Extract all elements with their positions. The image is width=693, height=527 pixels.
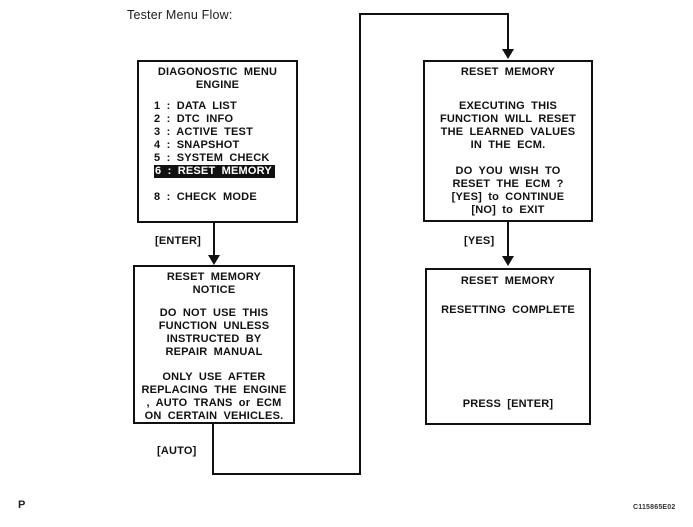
reset-notice-line: REPLACING THE ENGINE — [141, 384, 287, 396]
arrowhead-down-to-complete — [502, 256, 514, 266]
reset-confirm-line: THE LEARNED VALUES — [440, 126, 576, 138]
reset-complete-status: RESETTING COMPLETE — [441, 304, 575, 316]
reset-confirm-line: RESET THE ECM ? — [452, 178, 564, 190]
menu-item-reset-memory-highlighted: 6 : RESET MEMORY — [154, 165, 296, 178]
reset-complete-prompt: PRESS [ENTER] — [462, 398, 554, 410]
connector-yes-line — [507, 222, 509, 257]
menu-item-data-list: 1 : DATA LIST — [154, 100, 237, 112]
reset-notice-line: FUNCTION UNLESS — [158, 320, 270, 332]
yes-key-label: [YES] — [464, 235, 495, 247]
reset-notice-title-line1: RESET MEMORY — [166, 271, 262, 283]
reset-confirm-line: FUNCTION WILL RESET — [439, 113, 577, 125]
reset-confirm-line: IN THE ECM. — [470, 139, 546, 151]
auto-key-label: [AUTO] — [157, 445, 197, 457]
arrowhead-down-to-notice — [208, 255, 220, 265]
connector-auto-segment-up — [359, 13, 361, 475]
connector-auto-segment-down — [212, 423, 214, 475]
reset-notice-title-line2: NOTICE — [192, 284, 236, 296]
reset-confirm-title: RESET MEMORY — [460, 66, 556, 78]
reset-confirm-line: DO YOU WISH TO — [455, 165, 561, 177]
reset-notice-line: REPAIR MANUAL — [165, 346, 263, 358]
connector-enter-line — [213, 222, 215, 256]
connector-auto-segment-into-confirm — [507, 13, 509, 51]
reset-memory-confirm-box: RESET MEMORY EXECUTING THIS FUNCTION WIL… — [423, 60, 593, 222]
arrowhead-down-to-confirm — [502, 49, 514, 59]
reset-memory-notice-box: RESET MEMORY NOTICE DO NOT USE THIS FUNC… — [133, 265, 295, 424]
diagnostic-menu-title-line2: ENGINE — [195, 79, 240, 91]
menu-item-dtc-info: 2 : DTC INFO — [154, 113, 234, 125]
flow-title: Tester Menu Flow: — [127, 8, 233, 22]
reset-confirm-line: [YES] to CONTINUE — [451, 191, 565, 203]
reset-confirm-line: [NO] to EXIT — [471, 204, 545, 216]
enter-key-label: [ENTER] — [155, 235, 202, 247]
diagnostic-menu-box: DIAGONOSTIC MENU ENGINE 1 : DATA LIST 2 … — [137, 60, 298, 223]
reset-complete-box: RESET MEMORY RESETTING COMPLETE PRESS [E… — [425, 268, 591, 425]
menu-item-system-check: 5 : SYSTEM CHECK — [154, 152, 270, 164]
selected-item-highlight: 6 : RESET MEMORY — [154, 165, 275, 178]
diagnostic-menu-title-line1: DIAGONOSTIC MENU — [157, 66, 278, 78]
reset-notice-line: ON CERTAIN VEHICLES. — [144, 410, 284, 422]
menu-item-snapshot: 4 : SNAPSHOT — [154, 139, 240, 151]
reset-notice-line: ONLY USE AFTER — [162, 371, 266, 383]
page-marker: P — [18, 499, 26, 511]
reset-notice-line: INSTRUCTED BY — [166, 333, 262, 345]
figure-code: C115865E02 — [633, 504, 676, 511]
menu-item-active-test: 3 : ACTIVE TEST — [154, 126, 253, 138]
reset-confirm-line: EXECUTING THIS — [458, 100, 558, 112]
reset-notice-line: , AUTO TRANS or ECM — [146, 397, 282, 409]
reset-complete-title: RESET MEMORY — [460, 275, 556, 287]
connector-auto-segment-top — [359, 13, 509, 15]
reset-notice-line: DO NOT USE THIS — [159, 307, 269, 319]
diagnostic-menu-list: 1 : DATA LIST 2 : DTC INFO 3 : ACTIVE TE… — [139, 100, 296, 204]
connector-auto-segment-bottom — [212, 473, 361, 475]
menu-item-check-mode: 8 : CHECK MODE — [154, 191, 257, 203]
